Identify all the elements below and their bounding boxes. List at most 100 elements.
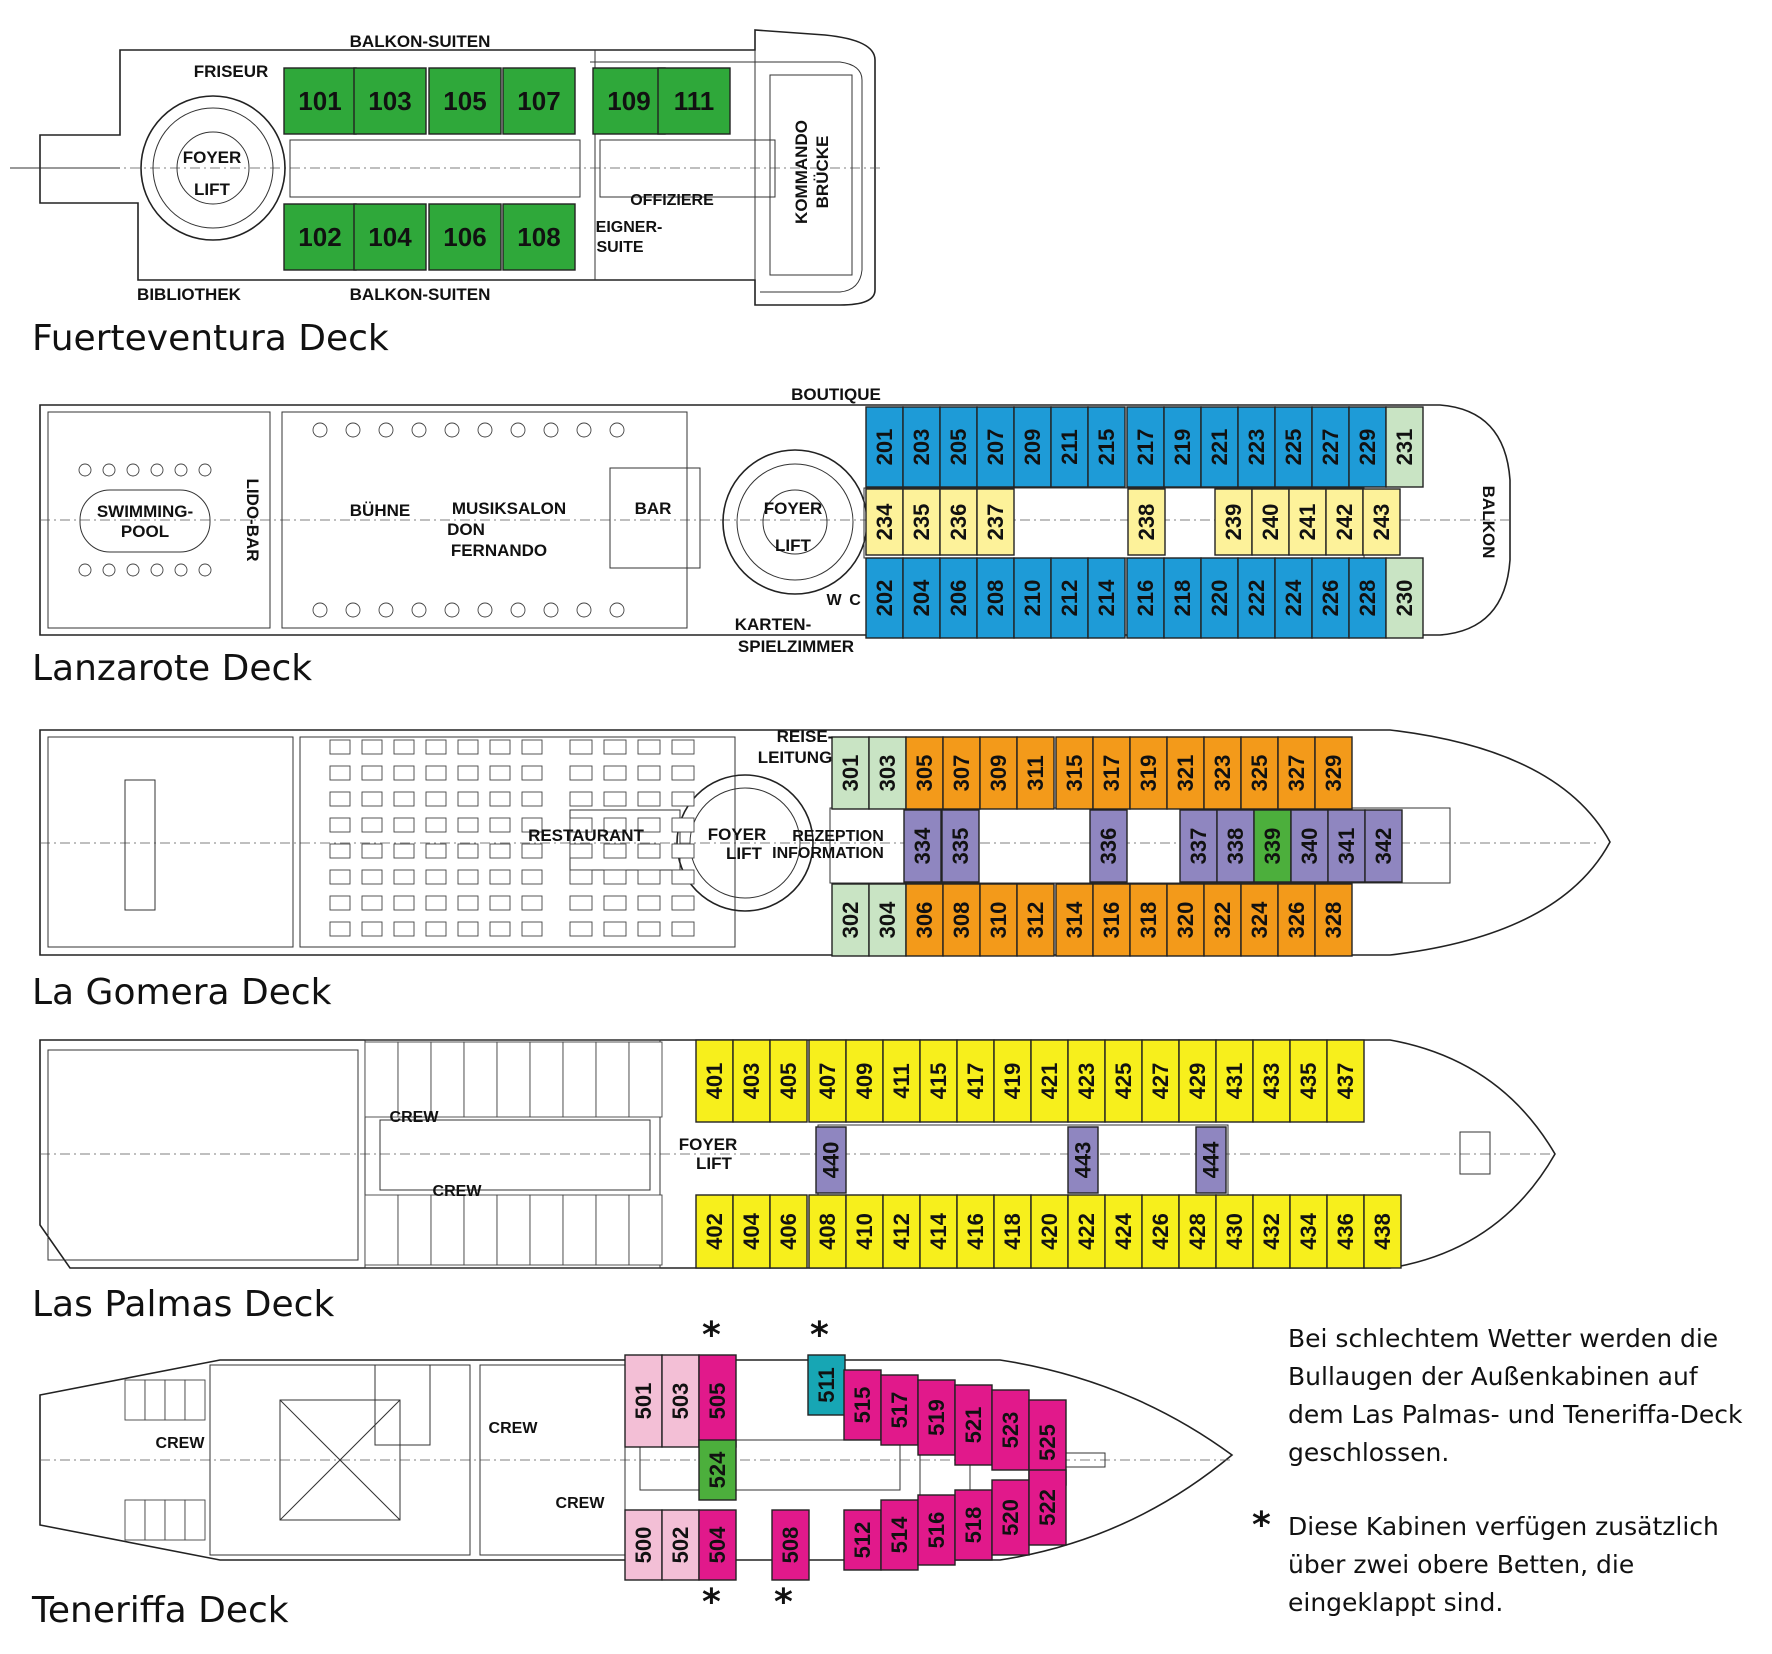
cabin-318[interactable]: 318 bbox=[1129, 883, 1168, 957]
cabin-314[interactable]: 314 bbox=[1055, 883, 1094, 957]
cabin-521[interactable]: 521 bbox=[954, 1384, 993, 1466]
cabin-416[interactable]: 416 bbox=[956, 1194, 995, 1269]
cabin-523[interactable]: 523 bbox=[991, 1389, 1030, 1471]
cabin-205[interactable]: 205 bbox=[939, 406, 978, 488]
cabin-209[interactable]: 209 bbox=[1013, 406, 1052, 488]
cabin-102[interactable]: 102 bbox=[283, 203, 357, 271]
cabin-101[interactable]: 101 bbox=[283, 67, 357, 135]
cabin-500[interactable]: 500 bbox=[624, 1509, 663, 1581]
cabin-239[interactable]: 239 bbox=[1214, 488, 1253, 556]
cabin-207[interactable]: 207 bbox=[976, 406, 1015, 488]
cabin-407[interactable]: 407 bbox=[808, 1039, 847, 1123]
cabin-438[interactable]: 438 bbox=[1363, 1194, 1402, 1269]
cabin-325[interactable]: 325 bbox=[1240, 736, 1279, 810]
cabin-401[interactable]: 401 bbox=[695, 1039, 734, 1123]
cabin-206[interactable]: 206 bbox=[939, 557, 978, 639]
cabin-520[interactable]: 520 bbox=[991, 1479, 1030, 1556]
cabin-426[interactable]: 426 bbox=[1141, 1194, 1180, 1269]
cabin-502[interactable]: 502 bbox=[661, 1509, 700, 1581]
cabin-334[interactable]: 334 bbox=[903, 809, 942, 883]
cabin-214[interactable]: 214 bbox=[1087, 557, 1126, 639]
cabin-109[interactable]: 109 bbox=[592, 67, 666, 135]
cabin-412[interactable]: 412 bbox=[882, 1194, 921, 1269]
cabin-225[interactable]: 225 bbox=[1274, 406, 1313, 488]
cabin-424[interactable]: 424 bbox=[1104, 1194, 1143, 1269]
cabin-108[interactable]: 108 bbox=[502, 203, 576, 271]
cabin-242[interactable]: 242 bbox=[1325, 488, 1364, 556]
cabin-320[interactable]: 320 bbox=[1166, 883, 1205, 957]
cabin-415[interactable]: 415 bbox=[919, 1039, 958, 1123]
cabin-317[interactable]: 317 bbox=[1092, 736, 1131, 810]
cabin-321[interactable]: 321 bbox=[1166, 736, 1205, 810]
cabin-210[interactable]: 210 bbox=[1013, 557, 1052, 639]
cabin-240[interactable]: 240 bbox=[1251, 488, 1290, 556]
cabin-315[interactable]: 315 bbox=[1055, 736, 1094, 810]
cabin-307[interactable]: 307 bbox=[942, 736, 981, 810]
cabin-322[interactable]: 322 bbox=[1203, 883, 1242, 957]
cabin-303[interactable]: 303 bbox=[868, 736, 907, 810]
cabin-420[interactable]: 420 bbox=[1030, 1194, 1069, 1269]
cabin-218[interactable]: 218 bbox=[1163, 557, 1202, 639]
cabin-212[interactable]: 212 bbox=[1050, 557, 1089, 639]
cabin-417[interactable]: 417 bbox=[956, 1039, 995, 1123]
cabin-217[interactable]: 217 bbox=[1126, 406, 1165, 488]
cabin-302[interactable]: 302 bbox=[831, 883, 870, 957]
cabin-524[interactable]: 524 bbox=[698, 1439, 737, 1501]
cabin-406[interactable]: 406 bbox=[769, 1194, 808, 1269]
cabin-305[interactable]: 305 bbox=[905, 736, 944, 810]
cabin-410[interactable]: 410 bbox=[845, 1194, 884, 1269]
cabin-515[interactable]: 515 bbox=[843, 1369, 882, 1441]
cabin-335[interactable]: 335 bbox=[941, 809, 980, 883]
cabin-107[interactable]: 107 bbox=[502, 67, 576, 135]
cabin-224[interactable]: 224 bbox=[1274, 557, 1313, 639]
cabin-411[interactable]: 411 bbox=[882, 1039, 921, 1123]
cabin-316[interactable]: 316 bbox=[1092, 883, 1131, 957]
cabin-329[interactable]: 329 bbox=[1314, 736, 1353, 810]
cabin-511[interactable]: 511 bbox=[807, 1354, 846, 1416]
cabin-418[interactable]: 418 bbox=[993, 1194, 1032, 1269]
cabin-235[interactable]: 235 bbox=[902, 488, 941, 556]
cabin-241[interactable]: 241 bbox=[1288, 488, 1327, 556]
cabin-342[interactable]: 342 bbox=[1364, 809, 1403, 883]
cabin-234[interactable]: 234 bbox=[865, 488, 904, 556]
cabin-429[interactable]: 429 bbox=[1178, 1039, 1217, 1123]
cabin-421[interactable]: 421 bbox=[1030, 1039, 1069, 1123]
cabin-208[interactable]: 208 bbox=[976, 557, 1015, 639]
cabin-340[interactable]: 340 bbox=[1290, 809, 1329, 883]
cabin-414[interactable]: 414 bbox=[919, 1194, 958, 1269]
cabin-243[interactable]: 243 bbox=[1362, 488, 1401, 556]
cabin-517[interactable]: 517 bbox=[880, 1374, 919, 1446]
cabin-405[interactable]: 405 bbox=[769, 1039, 808, 1123]
cabin-516[interactable]: 516 bbox=[917, 1494, 956, 1566]
cabin-518[interactable]: 518 bbox=[954, 1489, 993, 1561]
cabin-328[interactable]: 328 bbox=[1314, 883, 1353, 957]
cabin-508[interactable]: 508 bbox=[771, 1509, 810, 1581]
cabin-428[interactable]: 428 bbox=[1178, 1194, 1217, 1269]
cabin-427[interactable]: 427 bbox=[1141, 1039, 1180, 1123]
cabin-423[interactable]: 423 bbox=[1067, 1039, 1106, 1123]
cabin-230[interactable]: 230 bbox=[1385, 557, 1424, 639]
cabin-203[interactable]: 203 bbox=[902, 406, 941, 488]
cabin-327[interactable]: 327 bbox=[1277, 736, 1316, 810]
cabin-319[interactable]: 319 bbox=[1129, 736, 1168, 810]
cabin-220[interactable]: 220 bbox=[1200, 557, 1239, 639]
cabin-514[interactable]: 514 bbox=[880, 1499, 919, 1571]
cabin-304[interactable]: 304 bbox=[868, 883, 907, 957]
cabin-326[interactable]: 326 bbox=[1277, 883, 1316, 957]
cabin-229[interactable]: 229 bbox=[1348, 406, 1387, 488]
cabin-337[interactable]: 337 bbox=[1179, 809, 1218, 883]
cabin-503[interactable]: 503 bbox=[661, 1354, 700, 1448]
cabin-408[interactable]: 408 bbox=[808, 1194, 847, 1269]
cabin-105[interactable]: 105 bbox=[428, 67, 502, 135]
cabin-106[interactable]: 106 bbox=[428, 203, 502, 271]
cabin-504[interactable]: 504 bbox=[698, 1509, 737, 1581]
cabin-512[interactable]: 512 bbox=[843, 1509, 882, 1571]
cabin-339[interactable]: 339 bbox=[1253, 809, 1292, 883]
cabin-402[interactable]: 402 bbox=[695, 1194, 734, 1269]
cabin-308[interactable]: 308 bbox=[942, 883, 981, 957]
cabin-312[interactable]: 312 bbox=[1016, 883, 1055, 957]
cabin-201[interactable]: 201 bbox=[865, 406, 904, 488]
cabin-204[interactable]: 204 bbox=[902, 557, 941, 639]
cabin-310[interactable]: 310 bbox=[979, 883, 1018, 957]
cabin-227[interactable]: 227 bbox=[1311, 406, 1350, 488]
